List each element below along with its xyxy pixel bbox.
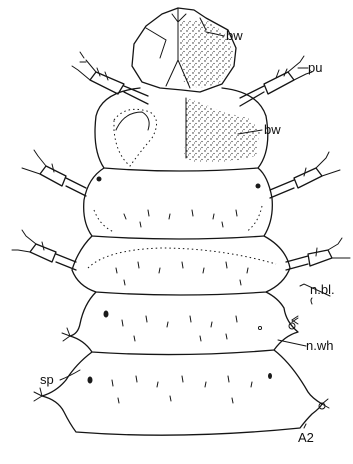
thoracic-segment-1 <box>95 88 268 171</box>
abdominal-segment-2 <box>34 350 329 435</box>
label-a2: A2 <box>298 430 314 445</box>
head-capsule <box>132 8 236 92</box>
leg-1-left <box>72 52 148 104</box>
leg-3-right <box>286 238 350 270</box>
label-head-bw: bw <box>226 28 243 43</box>
thoracic-segment-2 <box>84 168 273 239</box>
label-n-bl: n.bl. <box>310 282 335 297</box>
abdominal-segment-1 <box>62 292 298 355</box>
label-sp: sp <box>40 372 54 387</box>
leg-2-left <box>22 150 86 196</box>
leg-2-right <box>270 152 340 198</box>
label-n-wh: n.wh <box>306 338 333 353</box>
leg-3-left <box>12 230 76 270</box>
label-thorax-bw: bw <box>264 122 281 137</box>
leg-1-right <box>240 56 312 106</box>
label-pu: pu <box>308 60 322 75</box>
thorax-stippled-area <box>184 98 260 162</box>
thoracic-segment-3 <box>72 236 290 295</box>
